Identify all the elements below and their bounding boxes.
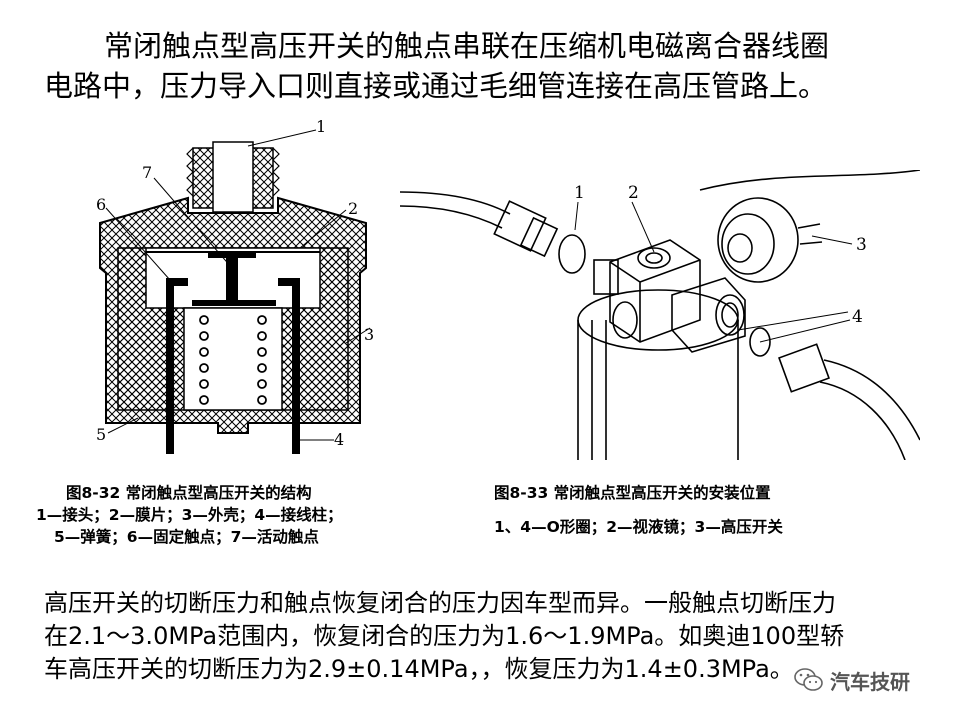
intro-line-1: 常闭触点型高压开关的触点串联在压缩机电磁离合器线圈 — [104, 29, 830, 63]
callout-1: 1 — [316, 118, 326, 136]
sight-glass-block — [609, 239, 701, 343]
intro-text: 常闭触点型高压开关的触点串联在压缩机电磁离合器线圈 电路中，压力导入口则直接或通… — [44, 26, 924, 106]
outer-shell — [99, 196, 367, 434]
switch-structure-diagram: 1 2 3 4 5 6 7 — [96, 118, 374, 454]
diaphragm — [146, 251, 320, 306]
figure-8-33-title: 图8-33 常闭触点型高压开关的安装位置 — [494, 484, 771, 502]
high-pressure-switch — [717, 197, 823, 283]
watermark: 汽车技研 — [790, 663, 916, 697]
spring — [199, 315, 267, 405]
fixed-contacts — [166, 278, 300, 454]
callout-7: 7 — [142, 163, 152, 182]
left-nipple — [593, 259, 619, 295]
figure-8-33-caption: 图8-33 常闭触点型高压开关的安装位置 1、4—O形圈；2—视液镜；3—高压开… — [494, 482, 914, 538]
callout-2: 2 — [348, 199, 358, 218]
o-ring-1 — [558, 234, 586, 274]
left-pipe — [400, 191, 511, 215]
receiver-drier — [577, 320, 739, 460]
left-fitting — [493, 200, 547, 252]
wechat-icon — [794, 668, 823, 691]
callout-4: 4 — [334, 430, 344, 449]
intro-line-2: 电路中，压力导入口则直接或通过毛细管连接在高压管路上。 — [44, 69, 828, 103]
figure-8-32-caption: 图8-32 常闭触点型高压开关的结构 1—接头；2—膜片；3—外壳；4—接线柱；… — [36, 482, 446, 548]
figure-8-32-title: 图8-32 常闭触点型高压开关的结构 — [66, 484, 312, 502]
callout-4: 4 — [852, 307, 863, 327]
paragraph-line-1: 高压开关的切断压力和触点恢复闭合的压力因车型而异。一般触点切断压力 — [44, 589, 836, 617]
sight-glass — [637, 247, 671, 269]
callout-3: 3 — [364, 325, 374, 344]
figure-8-32-legend-1: 1—接头；2—膜片；3—外壳；4—接线柱； — [36, 506, 343, 524]
o-ring-4 — [749, 327, 771, 357]
callout-2: 2 — [628, 183, 639, 203]
paragraph-line-2: 在2.1～3.0MPa范围内，恢复闭合的压力为1.6～1.9MPa。如奥迪100… — [44, 622, 845, 650]
watermark-text: 汽车技研 — [830, 669, 910, 694]
paragraph-line-3: 车高压开关的切断压力为2.9±0.14MPa，，恢复压力为1.4±0.3MPa。 — [44, 655, 794, 683]
figure-8-33-legend: 1、4—O形圈；2—视液镜；3—高压开关 — [494, 518, 783, 536]
fitting-connector — [186, 141, 280, 213]
right-pipe-fitting — [778, 343, 830, 393]
callout-6: 6 — [96, 195, 106, 214]
callout-3: 3 — [856, 235, 867, 255]
callout-1: 1 — [574, 183, 585, 203]
installation-diagram: 1 2 3 4 — [400, 170, 920, 460]
figure-8-32-legend-2: 5—弹簧；6—固定触点；7—活动触点 — [54, 528, 319, 546]
callout-5: 5 — [96, 425, 106, 444]
right-fitting — [671, 277, 746, 353]
body-paragraph: 高压开关的切断压力和触点恢复闭合的压力因车型而异。一般触点切断压力 在2.1～3… — [44, 587, 924, 686]
